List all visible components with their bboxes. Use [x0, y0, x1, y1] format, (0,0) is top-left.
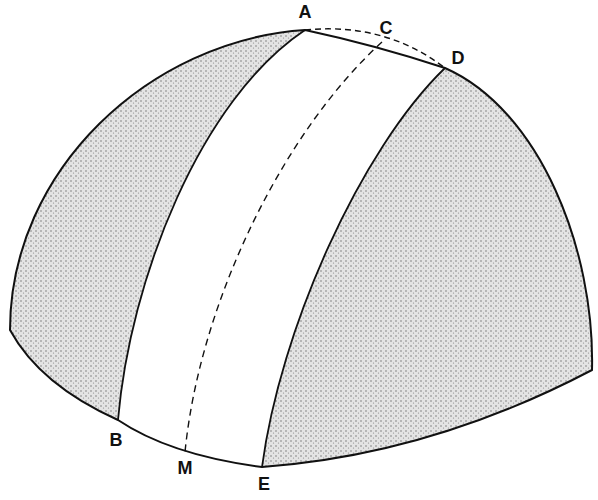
point-label: E — [258, 475, 270, 493]
point-label: B — [110, 431, 123, 449]
band-edge — [262, 68, 445, 467]
dome-outline — [10, 30, 592, 467]
dashed-arc — [305, 29, 445, 68]
point-label: C — [380, 19, 393, 37]
band-edge — [118, 30, 305, 420]
dashed-meridian — [185, 42, 382, 452]
point-label: D — [452, 49, 465, 67]
dome-base — [10, 30, 592, 467]
shaded-region — [10, 30, 305, 420]
point-label: M — [178, 459, 193, 477]
point-label: A — [299, 3, 312, 21]
shaded-region — [262, 68, 592, 467]
